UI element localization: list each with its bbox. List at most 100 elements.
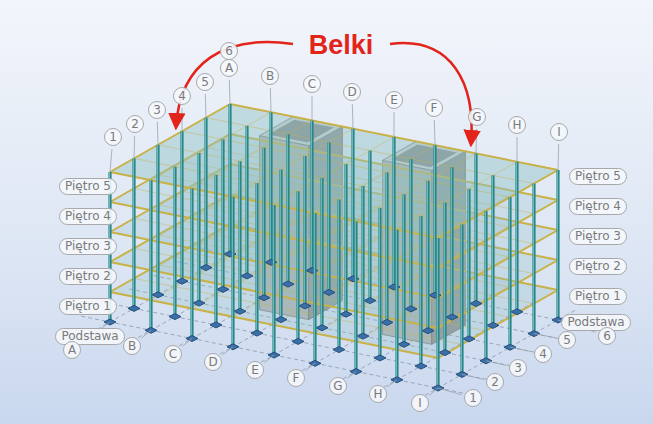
grid-name: C [308, 78, 316, 90]
grid-name: 5 [201, 76, 209, 88]
column-highlight [393, 137, 394, 287]
column-highlight [444, 203, 445, 353]
column [368, 151, 371, 301]
storey-label: Piętro 3 [59, 238, 117, 255]
grid-leader [270, 88, 272, 112]
footing [234, 308, 246, 314]
column [156, 145, 159, 295]
column-highlight [338, 200, 339, 350]
footing [152, 292, 164, 298]
grid-bubble: 2 [126, 115, 144, 133]
grid-bubble: 6 [598, 327, 616, 345]
footing [323, 289, 335, 295]
column-highlight [386, 172, 387, 322]
grid-name: E [251, 364, 259, 376]
column [214, 175, 217, 325]
column-highlight [352, 129, 353, 279]
grid-leader [229, 80, 231, 104]
grid-name: B [266, 70, 274, 82]
beam [397, 162, 517, 230]
grid-leader [476, 129, 478, 154]
storey-label: Piętro 1 [569, 288, 627, 305]
callout-label: Belki [309, 32, 374, 59]
column [409, 159, 412, 309]
column [132, 158, 135, 308]
column-highlight [369, 151, 370, 301]
grid-name: 1 [109, 131, 117, 143]
column [279, 170, 282, 320]
column [460, 224, 463, 374]
column-highlight [229, 104, 230, 254]
column-highlight [222, 139, 223, 289]
storey-label: Piętro 2 [59, 268, 117, 285]
grid-bubble: A [63, 341, 81, 359]
grid-name: 3 [514, 362, 522, 374]
column [508, 197, 511, 347]
beam [110, 104, 230, 172]
column-highlight [311, 121, 312, 271]
column [262, 148, 265, 298]
column [296, 191, 299, 341]
grid-name: D [208, 356, 217, 368]
grid-name: 2 [491, 376, 499, 388]
column [272, 205, 275, 355]
column-highlight [263, 148, 264, 298]
grid-bubble: 3 [509, 359, 527, 377]
grid-name: 5 [563, 334, 571, 346]
beam [192, 121, 312, 189]
column-highlight [509, 197, 510, 347]
column [491, 175, 494, 325]
column [351, 129, 354, 279]
column-highlight [516, 162, 517, 312]
column-highlight [174, 167, 175, 317]
grid-name: 1 [469, 392, 477, 404]
column [173, 167, 176, 317]
footing [357, 333, 369, 339]
column-highlight [232, 197, 233, 347]
column [443, 203, 446, 353]
footing [128, 305, 140, 311]
storey-name: Piętro 3 [575, 230, 621, 242]
column-highlight [205, 118, 206, 268]
grid-bubble: F [425, 99, 443, 117]
callout-arrow [390, 43, 472, 144]
column [361, 186, 364, 336]
grid-leader [388, 380, 397, 387]
grid-name: D [347, 86, 356, 98]
column [228, 104, 231, 254]
grid-bubble: D [204, 353, 222, 371]
grid-bubble: H [369, 385, 387, 403]
storey-label: Piętro 5 [569, 168, 627, 185]
column-highlight [461, 224, 462, 374]
grid-leader [534, 334, 555, 338]
column-highlight [270, 112, 271, 262]
column-highlight [321, 178, 322, 328]
column-highlight [355, 222, 356, 372]
grid-bubble: F [287, 369, 305, 387]
grid-leader [182, 339, 192, 347]
column [180, 131, 183, 281]
column [419, 216, 422, 366]
footing [364, 298, 376, 304]
grid-bubble: 1 [104, 128, 122, 146]
column [313, 213, 316, 363]
column-highlight [256, 183, 257, 333]
grid-bubble: 4 [534, 345, 552, 363]
storey-name: Podstawa [567, 316, 624, 328]
grid-leader [352, 104, 354, 129]
storey-label: Podstawa [561, 314, 631, 331]
grid-bubble: B [123, 337, 141, 355]
footing [169, 314, 181, 320]
grid-bubble: I [411, 394, 429, 412]
grid-leader [347, 372, 356, 379]
column [197, 153, 200, 303]
column-highlight [280, 170, 281, 320]
column-highlight [557, 170, 558, 320]
storey-label: Piętro 4 [569, 198, 627, 215]
footing [398, 341, 410, 347]
footing [282, 281, 294, 287]
grid-leader [305, 363, 315, 370]
grid-leader [517, 137, 518, 162]
column-highlight [420, 216, 421, 366]
grid-leader [312, 96, 313, 121]
